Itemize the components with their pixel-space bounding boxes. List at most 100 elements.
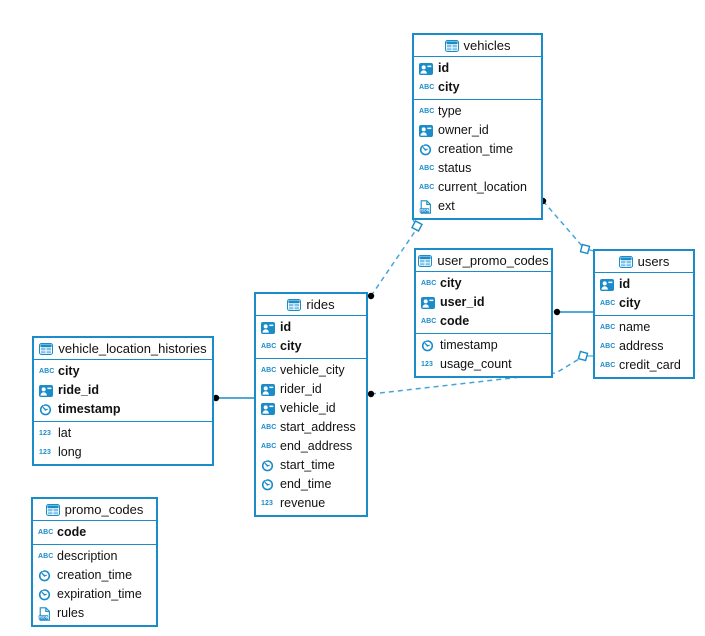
column-name: address — [619, 339, 664, 354]
column-end_time[interactable]: end_time — [256, 475, 366, 494]
column-name: creation_time — [57, 568, 133, 583]
number-type-icon: 123 — [39, 449, 51, 456]
column-creation_time[interactable]: creation_time — [414, 140, 541, 159]
text-type-icon: ABC — [600, 300, 616, 307]
column-name: rider_id — [280, 382, 322, 397]
column-id[interactable]: id — [256, 318, 366, 337]
number-type-icon: 123 — [421, 361, 433, 368]
text-type-icon: ABC — [419, 84, 435, 91]
text-type-icon: ABC — [38, 553, 54, 560]
table-header[interactable]: user_promo_codes — [416, 250, 551, 272]
column-rider_id[interactable]: rider_id — [256, 380, 366, 399]
relationship-square-marker — [579, 243, 591, 255]
column-user_id[interactable]: user_id — [416, 293, 551, 312]
table-icon — [39, 342, 54, 355]
json-type-icon: JSON — [38, 606, 57, 621]
table-header[interactable]: rides — [256, 294, 366, 316]
time-type-icon — [421, 339, 440, 352]
number-type-icon: 123 — [39, 430, 51, 437]
column-name: city — [440, 276, 462, 291]
column-name: end_time — [280, 477, 332, 492]
column-vehicle_id[interactable]: vehicle_id — [256, 399, 366, 418]
json-type-icon: JSON — [419, 199, 438, 214]
text-type-icon: ABC — [419, 165, 435, 172]
column-timestamp[interactable]: timestamp — [34, 400, 212, 419]
column-timestamp[interactable]: timestamp — [416, 336, 551, 355]
table-header[interactable]: vehicle_location_histories — [34, 338, 212, 360]
column-name: current_location — [438, 180, 527, 195]
relationship-dot-marker — [367, 292, 375, 300]
table-header[interactable]: vehicles — [414, 35, 541, 57]
relationship-dot-marker — [212, 394, 220, 402]
column-start_time[interactable]: start_time — [256, 456, 366, 475]
id-type-icon — [261, 402, 280, 415]
text-type-icon: ABC — [39, 368, 55, 375]
column-name: id — [619, 277, 631, 292]
number-type-icon: 123 — [261, 500, 273, 507]
column-name: start_time — [280, 458, 335, 473]
column-owner_id[interactable]: owner_id — [414, 121, 541, 140]
table-header[interactable]: users — [595, 251, 693, 273]
svg-text:JSON: JSON — [419, 208, 429, 212]
relationship-square-marker — [577, 350, 589, 362]
relationship-dot-marker — [367, 390, 375, 398]
column-name: timestamp — [440, 338, 498, 353]
column-expiration_time[interactable]: expiration_time — [33, 585, 156, 604]
id-type-icon — [261, 383, 280, 396]
relationship-dot-marker — [553, 308, 561, 316]
id-type-icon — [261, 321, 280, 334]
column-name: owner_id — [438, 123, 489, 138]
time-type-icon — [39, 403, 58, 416]
column-name: timestamp — [58, 402, 121, 417]
column-id[interactable]: id — [595, 275, 693, 294]
table-header[interactable]: promo_codes — [33, 499, 156, 521]
time-type-icon — [261, 459, 280, 472]
relationship-rides-vehicles[interactable] — [370, 229, 417, 297]
text-type-icon: ABC — [600, 343, 616, 350]
column-creation_time[interactable]: creation_time — [33, 566, 156, 585]
time-type-icon — [261, 478, 280, 491]
column-id[interactable]: id — [414, 59, 541, 78]
text-type-icon: ABC — [419, 108, 435, 115]
column-ride_id[interactable]: ride_id — [34, 381, 212, 400]
column-name: type — [438, 104, 462, 119]
table-icon — [45, 503, 60, 516]
text-type-icon: ABC — [38, 529, 54, 536]
column-name: vehicle_id — [280, 401, 336, 416]
relationship-vehicles-users[interactable] — [542, 200, 584, 248]
